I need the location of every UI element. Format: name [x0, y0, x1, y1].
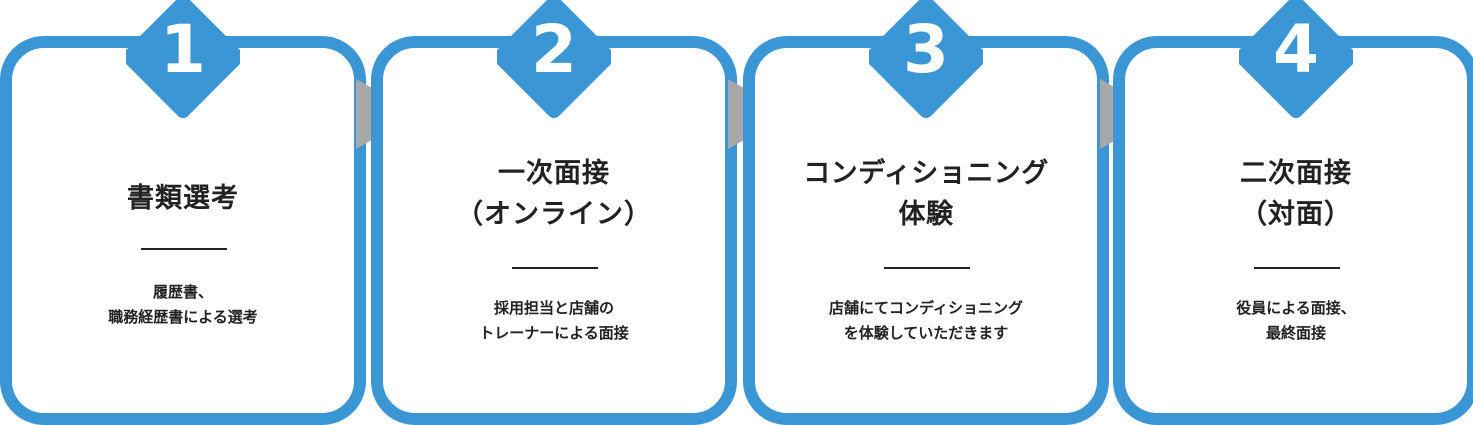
step-description-line: 最終面接	[1265, 324, 1326, 342]
step-description-line: 店舗にてコンディショニング	[829, 299, 1023, 317]
step-description: 店舗にてコンディショニング を体験していただきます	[753, 296, 1099, 346]
step-title: コンディショニング 体験	[753, 153, 1099, 235]
step-number-badge: 4	[1239, 0, 1353, 120]
step-number: 2	[531, 11, 577, 88]
step-number: 1	[160, 11, 206, 88]
step-title-line: コンディショニング	[803, 158, 1049, 189]
step-title-line: 書類選考	[127, 183, 239, 214]
step-title-line: 一次面接	[498, 158, 610, 189]
divider	[141, 248, 227, 250]
step-number-badge: 2	[497, 0, 611, 120]
step-title-line: 体験	[898, 199, 954, 230]
step-4: 4 二次面接 （対面） 役員による面接、 最終面接	[1113, 0, 1473, 425]
step-number: 3	[903, 11, 949, 88]
divider	[1254, 267, 1340, 269]
step-description: 履歴書、 職務経歴書による選考	[10, 280, 356, 330]
step-description-line: 役員による面接、	[1236, 299, 1356, 317]
step-description-line: 採用担当と店舗の	[493, 299, 614, 317]
step-description: 役員による面接、 最終面接	[1123, 296, 1469, 346]
step-title: 一次面接 （オンライン）	[381, 153, 727, 235]
step-number-badge: 1	[126, 0, 240, 120]
step-number-badge: 3	[869, 0, 983, 120]
step-title-line: 二次面接	[1240, 158, 1352, 189]
step-title: 書類選考	[10, 178, 356, 219]
step-description-line: を体験していただきます	[843, 324, 1009, 342]
step-description-line: 職務経歴書による選考	[108, 308, 258, 326]
step-3: 3 コンディショニング 体験 店舗にてコンディショニング を体験していただきます	[743, 0, 1109, 425]
divider	[884, 267, 970, 269]
step-description-line: 履歴書、	[152, 283, 213, 301]
divider	[512, 267, 598, 269]
step-1: 1 書類選考 履歴書、 職務経歴書による選考	[0, 0, 366, 425]
step-title-line: （オンライン）	[456, 199, 652, 230]
step-title-line: （対面）	[1240, 199, 1352, 230]
step-2: 2 一次面接 （オンライン） 採用担当と店舗の トレーナーによる面接	[371, 0, 737, 425]
step-description-line: トレーナーによる面接	[479, 324, 629, 342]
step-number: 4	[1273, 11, 1319, 88]
step-title: 二次面接 （対面）	[1123, 153, 1469, 235]
step-description: 採用担当と店舗の トレーナーによる面接	[381, 296, 727, 346]
